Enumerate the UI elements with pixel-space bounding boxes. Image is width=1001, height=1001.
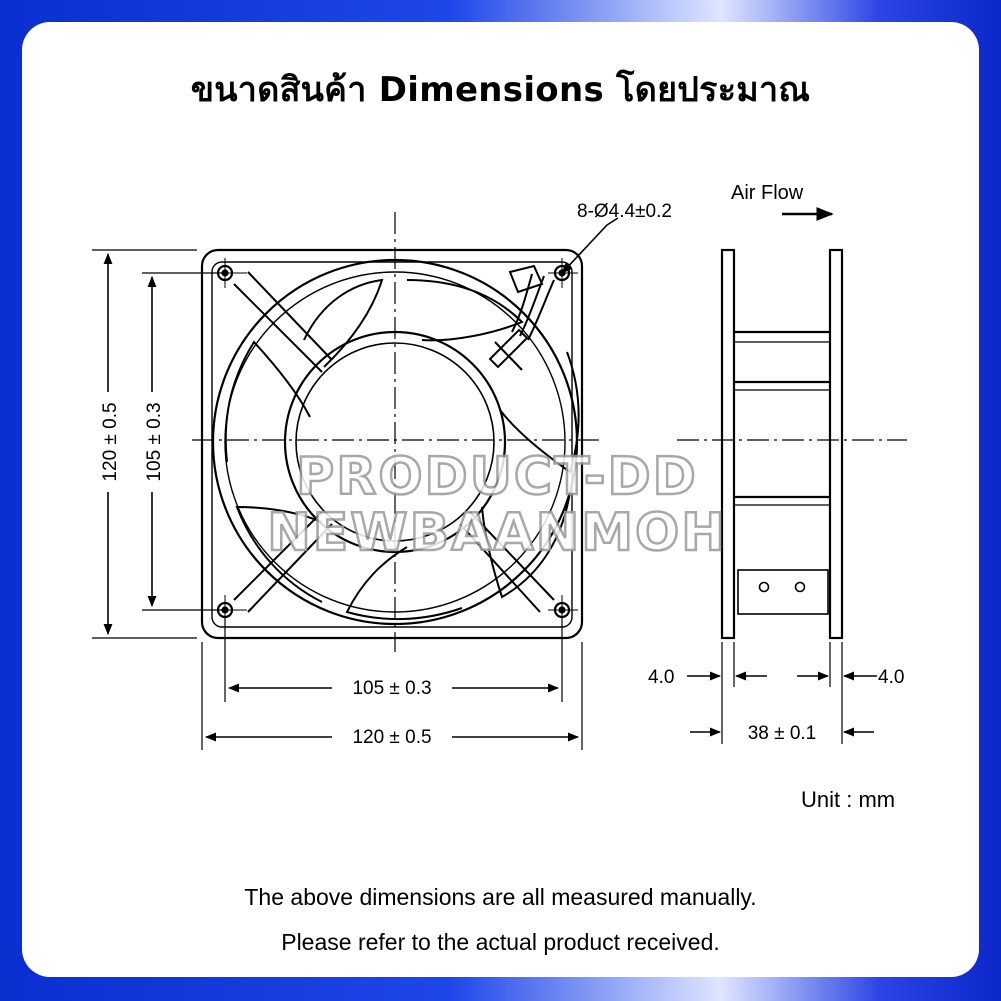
side-flange-right bbox=[828, 248, 844, 640]
fan-dimension-drawing: 8-Ø4.4±0.2 120 ± 0.5 105 ± 0.3 105 ± 0.3… bbox=[92, 182, 907, 750]
fan-front-view bbox=[192, 212, 602, 652]
unit-label: Unit : mm bbox=[801, 787, 896, 812]
note-line-2: Please refer to the actual product recei… bbox=[281, 929, 720, 955]
air-flow-indicator: Air Flow bbox=[731, 182, 834, 221]
support-struts bbox=[233, 271, 555, 613]
height-outer-label: 120 ± 0.5 bbox=[100, 402, 121, 481]
hole-callout: 8-Ø4.4±0.2 bbox=[561, 201, 672, 274]
side-flange-left bbox=[720, 248, 736, 640]
air-flow-label: Air Flow bbox=[731, 182, 804, 204]
flange-right-label: 4.0 bbox=[878, 667, 904, 688]
width-outer-label: 120 ± 0.5 bbox=[352, 727, 431, 748]
side-terminal-block bbox=[737, 569, 829, 615]
side-dimensions bbox=[687, 642, 877, 744]
dimension-card: ขนาดสินค้า Dimensions โดยประมาณ bbox=[22, 22, 979, 977]
frame-outer bbox=[200, 248, 584, 640]
depth-label: 38 ± 0.1 bbox=[748, 723, 817, 744]
motor-hub-outer bbox=[283, 330, 507, 554]
note-line-1: The above dimensions are all measured ma… bbox=[244, 884, 757, 910]
flange-left-label: 4.0 bbox=[648, 667, 674, 688]
height-inner-label: 105 ± 0.3 bbox=[144, 402, 165, 481]
watermark: PRODUCT-DD NEWBAANMOH bbox=[266, 446, 727, 565]
fan-side-view bbox=[677, 248, 907, 640]
width-inner-label: 105 ± 0.3 bbox=[352, 678, 431, 699]
svg-text:PRODUCT-DD: PRODUCT-DD bbox=[296, 447, 698, 507]
svg-text:NEWBAANMOH: NEWBAANMOH bbox=[267, 503, 727, 563]
hole-spec-label: 8-Ø4.4±0.2 bbox=[577, 201, 672, 222]
page-title: ขนาดสินค้า Dimensions โดยประมาณ bbox=[190, 70, 811, 110]
lead-wire-assembly bbox=[488, 264, 555, 371]
fan-blades bbox=[224, 278, 580, 621]
motor-hub-inner bbox=[295, 342, 495, 542]
